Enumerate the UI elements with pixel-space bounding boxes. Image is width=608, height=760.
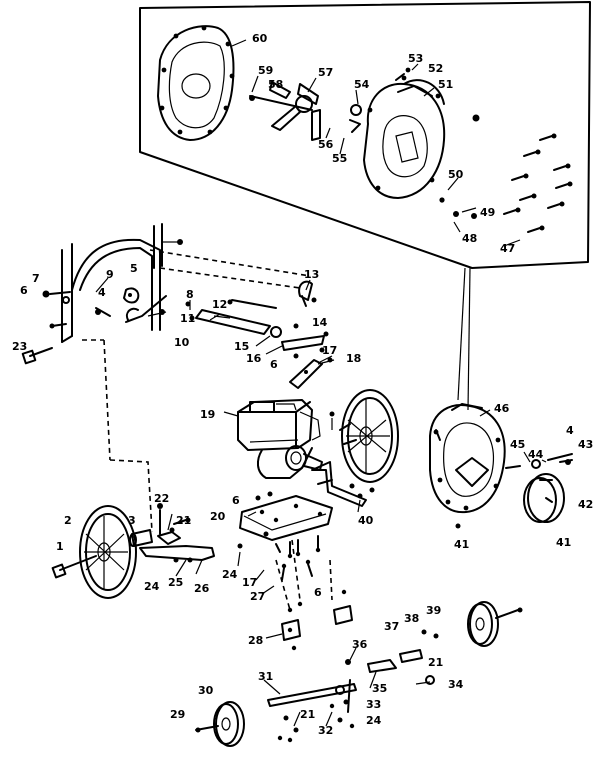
callout-32: 32 (318, 724, 333, 737)
caster-wheel-right (467, 601, 523, 647)
callout-22: 22 (154, 492, 169, 505)
handle-crossbar (185, 280, 329, 353)
callout-59: 59 (258, 64, 273, 77)
callout-21-right: 21 (428, 656, 443, 669)
callout-16: 16 (246, 352, 262, 365)
wheel-spacer (129, 529, 153, 547)
callout-23: 23 (12, 340, 27, 353)
callout-57: 57 (318, 66, 333, 79)
callout-24-lower: 24 (366, 714, 382, 727)
callout-45: 45 (510, 438, 525, 451)
callout-47: 47 (500, 242, 515, 255)
callout-6-handle: 6 (20, 284, 28, 297)
callout-9: 9 (106, 268, 114, 281)
callout-38: 38 (404, 612, 419, 625)
callout-34: 34 (448, 678, 464, 691)
callout-4-handle: 4 (98, 286, 106, 299)
blower-housing (429, 403, 573, 529)
blower-front-housing (349, 67, 480, 219)
caster-wheel-left (195, 701, 245, 747)
callout-24-left: 24 (144, 580, 160, 593)
lower-axle (267, 629, 439, 743)
callout-56: 56 (318, 138, 334, 151)
callout-54: 54 (354, 78, 370, 91)
callout-7: 7 (32, 272, 40, 285)
callout-12: 12 (212, 298, 227, 311)
blower-cover (523, 473, 565, 523)
callout-2: 2 (64, 514, 72, 527)
blower-back-plate (157, 25, 235, 141)
alignment-lines (82, 249, 333, 611)
callout-42: 42 (578, 498, 593, 511)
callout-60: 60 (252, 32, 268, 45)
callout-1: 1 (56, 540, 64, 553)
callout-48: 48 (462, 232, 477, 245)
callout-31: 31 (258, 670, 273, 683)
engine (237, 399, 335, 479)
callout-4-right: 4 (566, 424, 574, 437)
callout-29: 29 (170, 708, 185, 721)
callout-15: 15 (234, 340, 249, 353)
impeller (249, 81, 321, 141)
axle-bolt (51, 555, 97, 579)
callout-35: 35 (372, 682, 387, 695)
callout-6-frame: 6 (232, 494, 240, 507)
lower-bracket (281, 589, 353, 651)
callout-41-cover: 41 (556, 536, 571, 549)
callout-labels: 60 59 58 57 54 53 52 51 56 55 50 49 48 4… (12, 32, 593, 737)
callout-40: 40 (358, 514, 374, 527)
callout-28: 28 (248, 634, 263, 647)
callout-17-top: 17 (322, 344, 337, 357)
callout-24-mid: 24 (222, 568, 238, 581)
callout-51: 51 (438, 78, 453, 91)
callout-19: 19 (200, 408, 215, 421)
callout-11: 11 (180, 312, 195, 325)
callout-18: 18 (346, 352, 361, 365)
callout-43: 43 (578, 438, 593, 451)
bracket (289, 353, 335, 389)
callout-37: 37 (384, 620, 399, 633)
callout-30: 30 (198, 684, 214, 697)
callout-25: 25 (168, 576, 183, 589)
callout-26: 26 (194, 582, 210, 595)
left-wheel (79, 505, 137, 599)
left-axle-bracket (139, 503, 287, 581)
callout-33: 33 (366, 698, 381, 711)
housing-screws (503, 133, 573, 233)
callout-21-lower: 21 (300, 708, 315, 721)
frame-plate (239, 491, 333, 577)
callout-27: 27 (250, 590, 265, 603)
callout-6-bracket: 6 (270, 358, 278, 371)
callout-55: 55 (332, 152, 347, 165)
callout-3: 3 (128, 514, 136, 527)
callout-50: 50 (448, 168, 464, 181)
callout-58: 58 (268, 78, 283, 91)
leader-lines (95, 39, 547, 727)
callout-41-housing: 41 (454, 538, 469, 551)
callout-14: 14 (312, 316, 328, 329)
callout-5: 5 (130, 262, 138, 275)
callout-44: 44 (528, 448, 544, 461)
callout-39: 39 (426, 604, 441, 617)
callout-53: 53 (408, 52, 423, 65)
inset-panel (139, 1, 591, 411)
callout-13: 13 (304, 268, 319, 281)
callout-6-lower: 6 (314, 586, 322, 599)
callout-36: 36 (352, 638, 368, 651)
callout-20: 20 (210, 510, 226, 523)
callout-46: 46 (494, 402, 510, 415)
callout-8: 8 (186, 288, 194, 301)
handle-assembly (21, 223, 183, 365)
callout-10: 10 (174, 336, 190, 349)
callout-49: 49 (480, 206, 495, 219)
rear-wheel (339, 389, 399, 483)
axle-bracket (311, 461, 375, 507)
callout-52: 52 (428, 62, 443, 75)
callout-17-bottom: 17 (242, 576, 257, 589)
callout-21-left: 21 (176, 514, 191, 527)
